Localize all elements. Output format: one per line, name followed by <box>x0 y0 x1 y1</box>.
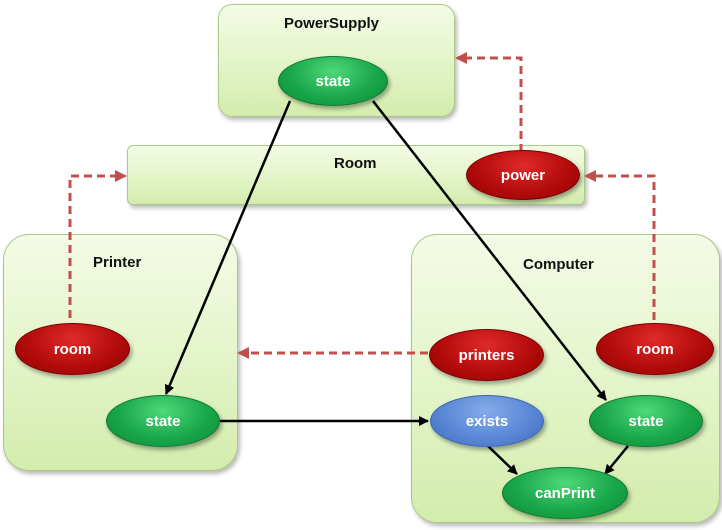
powersupply-state-node: state <box>278 56 388 106</box>
computer-printers-node: printers <box>429 329 544 381</box>
edge-computer-room-to-room <box>584 170 656 320</box>
computer-room-label: room <box>636 340 674 358</box>
computer-state-label: state <box>628 412 664 430</box>
computer-exists-node: exists <box>430 395 544 447</box>
computer-canprint-label: canPrint <box>534 484 595 502</box>
power-supply-title: PowerSupply <box>284 15 380 32</box>
edge-room-power-to-powersupply <box>455 52 523 152</box>
printer-state-label: state <box>145 412 181 430</box>
edge-computer-exists-to-canprint <box>487 445 518 475</box>
computer-state-node: state <box>589 395 703 447</box>
computer-printers-label: printers <box>458 346 515 364</box>
edge-computer-state-to-canprint <box>604 445 629 475</box>
computer-exists-label: exists <box>465 412 509 430</box>
printer-title: Printer <box>93 254 142 271</box>
printer-room-label: room <box>53 340 92 358</box>
powersupply-state-label: state <box>315 72 351 90</box>
computer-title: Computer <box>523 256 594 273</box>
edge-powersupply-state-to-computer-state <box>372 100 607 401</box>
computer-canprint-node: canPrint <box>502 467 628 519</box>
printer-state-node: state <box>106 395 220 447</box>
room-power-label: power <box>500 166 546 184</box>
edge-printer-room-to-room <box>68 170 127 318</box>
room-power-node: power <box>466 150 580 200</box>
edge-powersupply-state-to-printer-state <box>164 100 292 395</box>
room-title: Room <box>334 155 377 172</box>
printer-room-node: room <box>15 323 130 375</box>
computer-room-node: room <box>596 323 714 375</box>
